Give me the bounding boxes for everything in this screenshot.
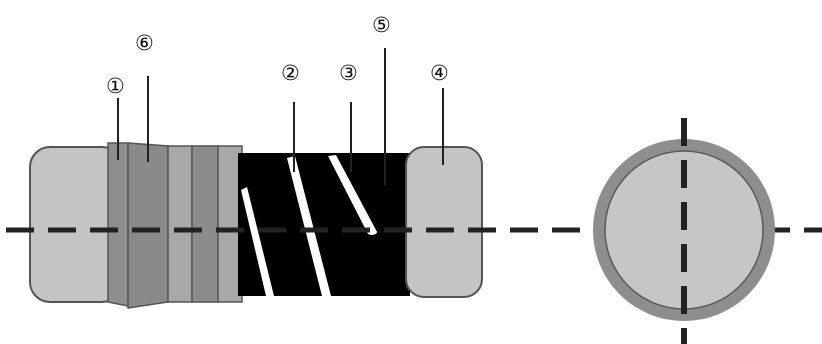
right-end-cap [405,146,483,298]
band-6 [127,142,169,309]
band-light-1 [167,145,193,303]
callout-1: ① [106,74,125,98]
groove-stripe-2 [287,156,331,296]
band-1 [107,142,129,307]
callout-6: ⑥ [135,31,154,55]
callout-4: ④ [430,61,449,85]
groove-stripe-3 [328,155,376,232]
resistive-film-body [238,153,410,296]
groove-stripe-1 [241,187,274,296]
band-dark-2 [191,145,219,303]
callout-2: ② [281,61,300,85]
callout-5: ⑤ [372,13,391,37]
callout-3: ③ [339,61,358,85]
